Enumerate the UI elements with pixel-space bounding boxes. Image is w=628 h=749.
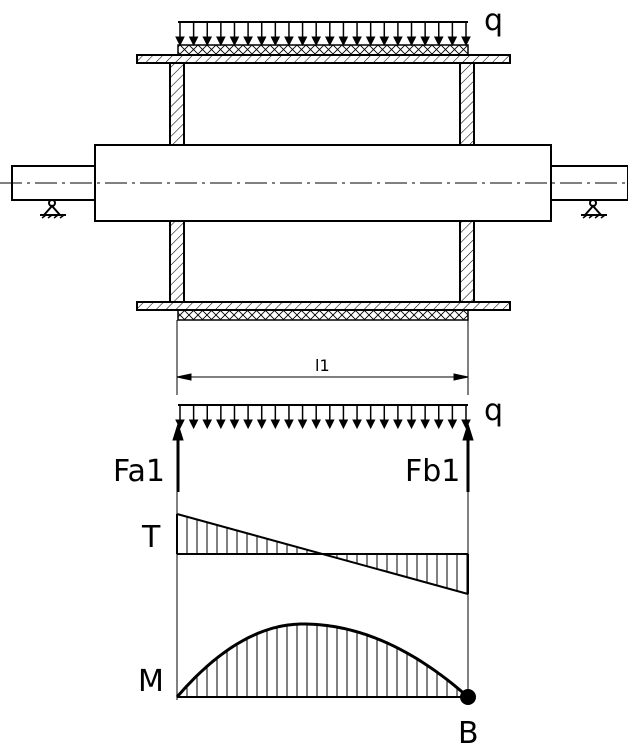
load-arrow-head — [243, 419, 253, 430]
q-top-label: q — [484, 3, 503, 38]
load-arrow-head — [325, 419, 335, 430]
point-b-label: B — [458, 716, 479, 749]
load-arrow-head — [365, 36, 376, 47]
right-support-icon — [581, 199, 607, 219]
load-arrow-head — [433, 419, 444, 430]
top-distributed-load — [175, 21, 471, 47]
load-arrow-head — [216, 36, 226, 47]
drum-bottom-plate — [136, 301, 511, 321]
load-arrow-head — [256, 419, 267, 430]
load-arrow-head — [393, 36, 403, 47]
load-arrow-head — [188, 419, 199, 430]
beam-distributed-load — [175, 404, 471, 430]
shear-label: T — [141, 520, 161, 555]
load-arrow-head — [188, 36, 199, 47]
load-arrow-head — [284, 419, 294, 430]
load-arrow-head — [243, 36, 253, 47]
load-arrow-head — [420, 36, 430, 47]
moment-diagram — [175, 622, 469, 699]
reaction-a-arrow — [172, 422, 184, 492]
load-arrow-head — [433, 36, 444, 47]
load-arrow-head — [406, 419, 417, 430]
load-arrow-head — [338, 36, 349, 47]
load-arrow-head — [216, 419, 226, 430]
load-arrow-head — [297, 419, 308, 430]
load-arrow-head — [406, 36, 417, 47]
load-arrow-head — [311, 36, 321, 47]
load-arrow-head — [297, 36, 308, 47]
load-arrow-head — [379, 419, 390, 430]
load-arrow-head — [202, 36, 213, 47]
load-arrow-head — [461, 36, 471, 47]
load-arrow-head — [365, 419, 376, 430]
shear-diagram — [176, 513, 469, 595]
point-b-dot — [460, 689, 476, 705]
load-arrow-head — [270, 419, 281, 430]
reaction-b-arrow — [462, 422, 474, 492]
moment-hatch — [186, 624, 468, 697]
reaction-a-label: Fa1 — [113, 454, 165, 489]
load-arrow-head — [311, 419, 321, 430]
load-arrow-head — [202, 419, 213, 430]
load-arrow-head — [379, 36, 390, 47]
load-arrow-head — [229, 36, 240, 47]
top-load-arrows — [175, 22, 471, 47]
beam-load-arrows — [175, 405, 471, 430]
load-arrow-head — [270, 36, 281, 47]
q-beam-label: q — [484, 393, 503, 428]
load-arrow-head — [393, 419, 403, 430]
load-arrow-head — [447, 36, 458, 47]
load-arrow-head — [325, 36, 335, 47]
reaction-b-label: Fb1 — [405, 454, 460, 489]
moment-curve — [175, 622, 469, 699]
load-arrow-head — [175, 36, 185, 47]
dimension-l1 — [176, 320, 469, 395]
drum-side-walls — [169, 62, 475, 303]
drum-top-plate — [136, 44, 511, 64]
load-arrow-head — [447, 419, 458, 430]
load-arrow-head — [352, 36, 362, 47]
load-arrow-head — [420, 419, 430, 430]
load-arrow-head — [338, 419, 349, 430]
load-arrow-head — [284, 36, 294, 47]
dimension-l1-label: l1 — [315, 356, 330, 375]
left-support-icon — [40, 199, 66, 219]
load-arrow-head — [352, 419, 362, 430]
moment-label: M — [138, 664, 164, 699]
load-arrow-head — [256, 36, 267, 47]
load-arrow-head — [229, 419, 240, 430]
